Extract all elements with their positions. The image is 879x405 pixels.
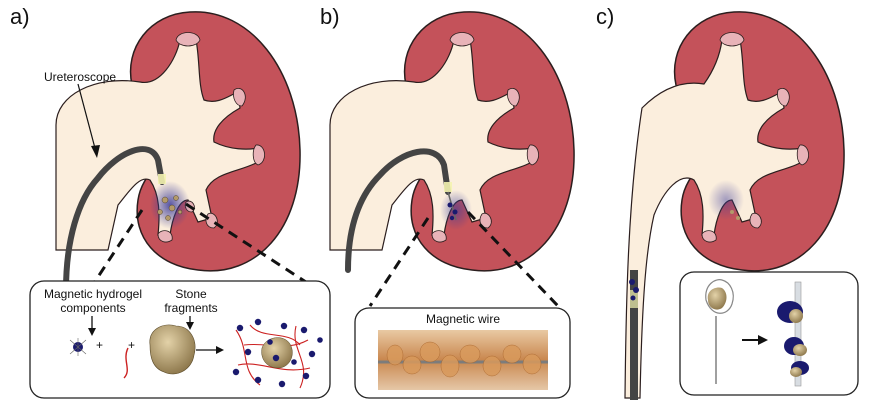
renal-pelvis-with-ureter [624, 39, 803, 399]
hydrogel-cloud [150, 181, 190, 229]
renal-pelvis [329, 39, 533, 251]
plus-sign: + [96, 338, 104, 352]
magnetic-wire-label: Magnetic wire [425, 312, 501, 326]
renal-papillae [431, 32, 539, 243]
panel-a-letter: a) [10, 4, 30, 29]
hydrogel-cloud-residual [708, 180, 744, 220]
renal-papillae [157, 32, 265, 243]
ureteroscope-b [345, 148, 451, 273]
hydrogel-components-label: Magnetic hydrogel components [43, 287, 143, 315]
ureteroscope-arrow [77, 83, 97, 153]
scope-tip-a [158, 174, 166, 184]
zoom-line-left-a [90, 209, 144, 287]
renal-papillae [701, 32, 809, 243]
hydrogel-network [232, 318, 323, 389]
panel-b-inset [354, 307, 571, 399]
wire-with-captured-stones [777, 281, 809, 387]
panel-b-letter: b) [320, 4, 340, 29]
scope-tip-b [444, 182, 452, 192]
stone-fragments-in-kidney [157, 195, 183, 221]
zoom-line-right-b [466, 210, 560, 308]
hydrogel-bead [69, 338, 87, 356]
panel-c-inset [679, 271, 859, 396]
panel-c-kidney [624, 11, 845, 400]
panel-c-letter: c) [596, 4, 615, 29]
zoom-line-left-b [368, 217, 430, 307]
stone-large [149, 324, 196, 375]
plus-sign: + [128, 338, 136, 352]
panel-a-inset [29, 280, 331, 399]
ureteroscope-label: Ureteroscope [44, 70, 117, 84]
basket-device [705, 279, 734, 384]
zoom-line-right-a [185, 202, 313, 288]
polymer-fiber [123, 347, 129, 379]
panel-b-kidney [329, 11, 575, 308]
ureteroscope-a [63, 146, 165, 293]
stone-fragments-label: Stone fragments [164, 287, 218, 315]
panel-a-kidney [55, 11, 313, 293]
scope-in-ureter [630, 270, 638, 400]
